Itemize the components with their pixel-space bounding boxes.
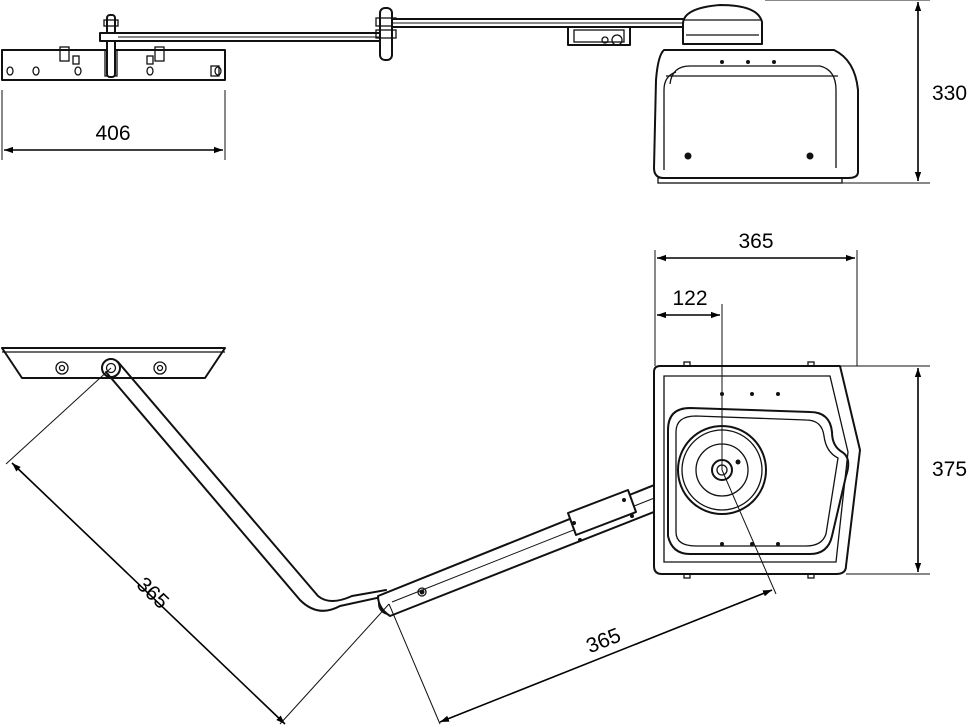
arm-side	[99, 7, 686, 61]
dimension-label-406: 406	[95, 122, 130, 145]
bracket-plate-plan	[1, 347, 226, 379]
dimension-pivot-offset: 122	[657, 287, 723, 470]
dimension-label-330: 330	[932, 82, 967, 105]
motor-housing-plan	[653, 361, 861, 579]
dimension-arm-lower: 365	[5, 367, 390, 725]
dimension-label-122: 122	[672, 287, 707, 310]
dimension-unit-height: 330	[765, 0, 967, 184]
side-view	[1, 4, 859, 184]
dimension-label-365-width: 365	[738, 230, 773, 253]
motor-housing-side	[653, 4, 859, 184]
dimension-bracket-width: 406	[1, 90, 226, 160]
dimension-label-365-lower-arm: 365	[132, 573, 173, 614]
dimension-unit-depth: 375	[840, 365, 967, 575]
dimension-label-365-upper-arm: 365	[583, 624, 624, 658]
dimension-label-375: 375	[932, 458, 967, 481]
dimension-unit-width: 365	[654, 230, 858, 366]
bracket-pin	[103, 14, 119, 78]
